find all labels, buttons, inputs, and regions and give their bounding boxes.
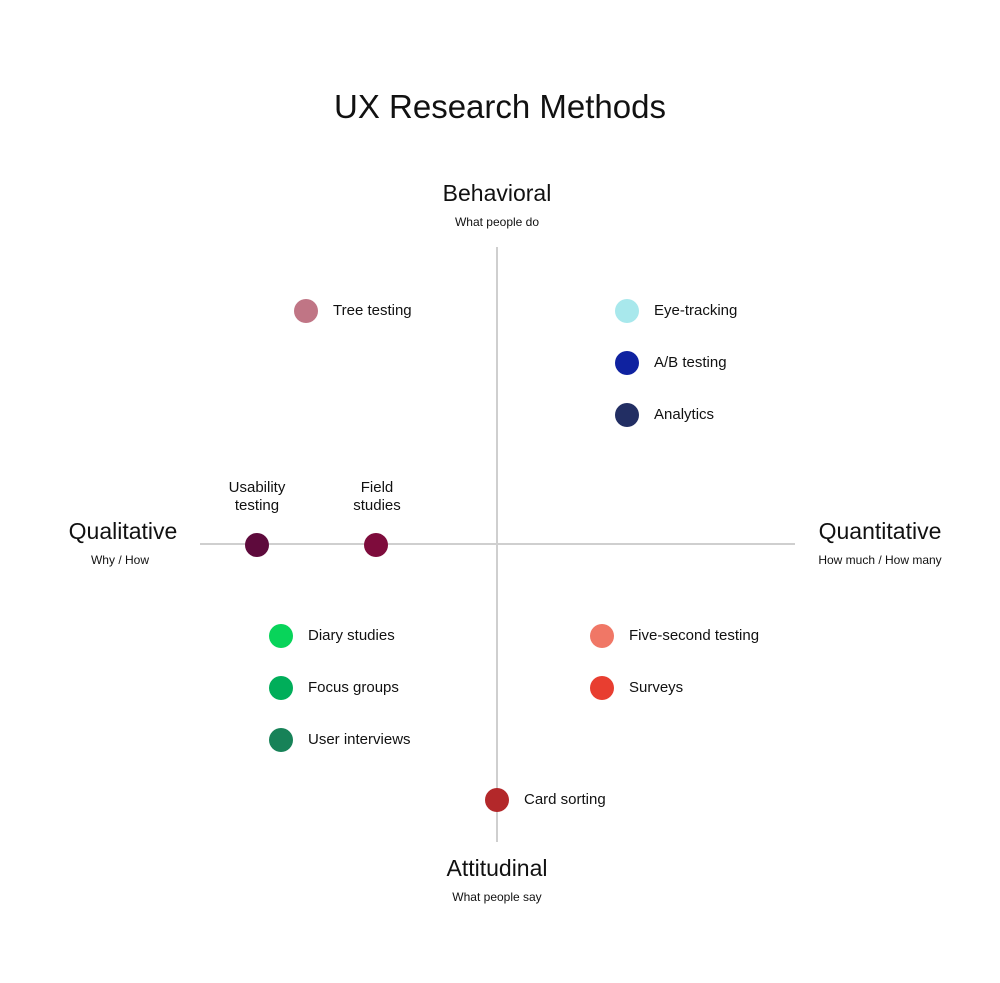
- method-label: A/B testing: [654, 354, 727, 371]
- method-dot: [269, 624, 293, 648]
- axis-top-sub: What people do: [454, 215, 540, 229]
- axis-right-label: Quantitative: [818, 518, 942, 544]
- method-label-line: studies: [353, 497, 401, 514]
- method-label: Usability testing: [197, 479, 317, 515]
- method-label: Surveys: [629, 679, 684, 696]
- horizontal-axis: [200, 543, 795, 545]
- method-dot: [615, 403, 639, 427]
- method-dot: [615, 351, 639, 375]
- method-dot: [590, 624, 614, 648]
- method-dot: [364, 533, 388, 557]
- axis-top-label: Behavioral: [442, 180, 552, 206]
- method-dot: [294, 299, 318, 323]
- axis-left-label: Qualitative: [68, 518, 178, 544]
- method-label-line: Usability: [228, 479, 286, 496]
- method-label-line: Field: [360, 479, 394, 496]
- method-dot: [615, 299, 639, 323]
- method-label: Analytics: [654, 406, 715, 423]
- method-dot: [590, 676, 614, 700]
- axis-right-sub: How much / How many: [818, 553, 942, 567]
- method-dot: [485, 788, 509, 812]
- method-label-line: testing: [234, 497, 280, 514]
- method-dot: [245, 533, 269, 557]
- method-label: Card sorting: [524, 791, 606, 808]
- method-label: Tree testing: [333, 302, 412, 319]
- method-dot: [269, 728, 293, 752]
- method-label: Focus groups: [308, 679, 399, 696]
- axis-bottom-sub: What people say: [452, 890, 542, 904]
- diagram-title: UX Research Methods: [334, 88, 666, 125]
- method-label: Field studies: [317, 479, 437, 515]
- axis-left-sub: Why / How: [90, 553, 149, 567]
- method-label: Eye-tracking: [654, 302, 738, 319]
- axis-bottom-label: Attitudinal: [446, 855, 548, 881]
- method-label: Five-second testing: [629, 627, 760, 644]
- method-label: Diary studies: [308, 627, 395, 644]
- method-dot: [269, 676, 293, 700]
- method-label: User interviews: [308, 731, 411, 748]
